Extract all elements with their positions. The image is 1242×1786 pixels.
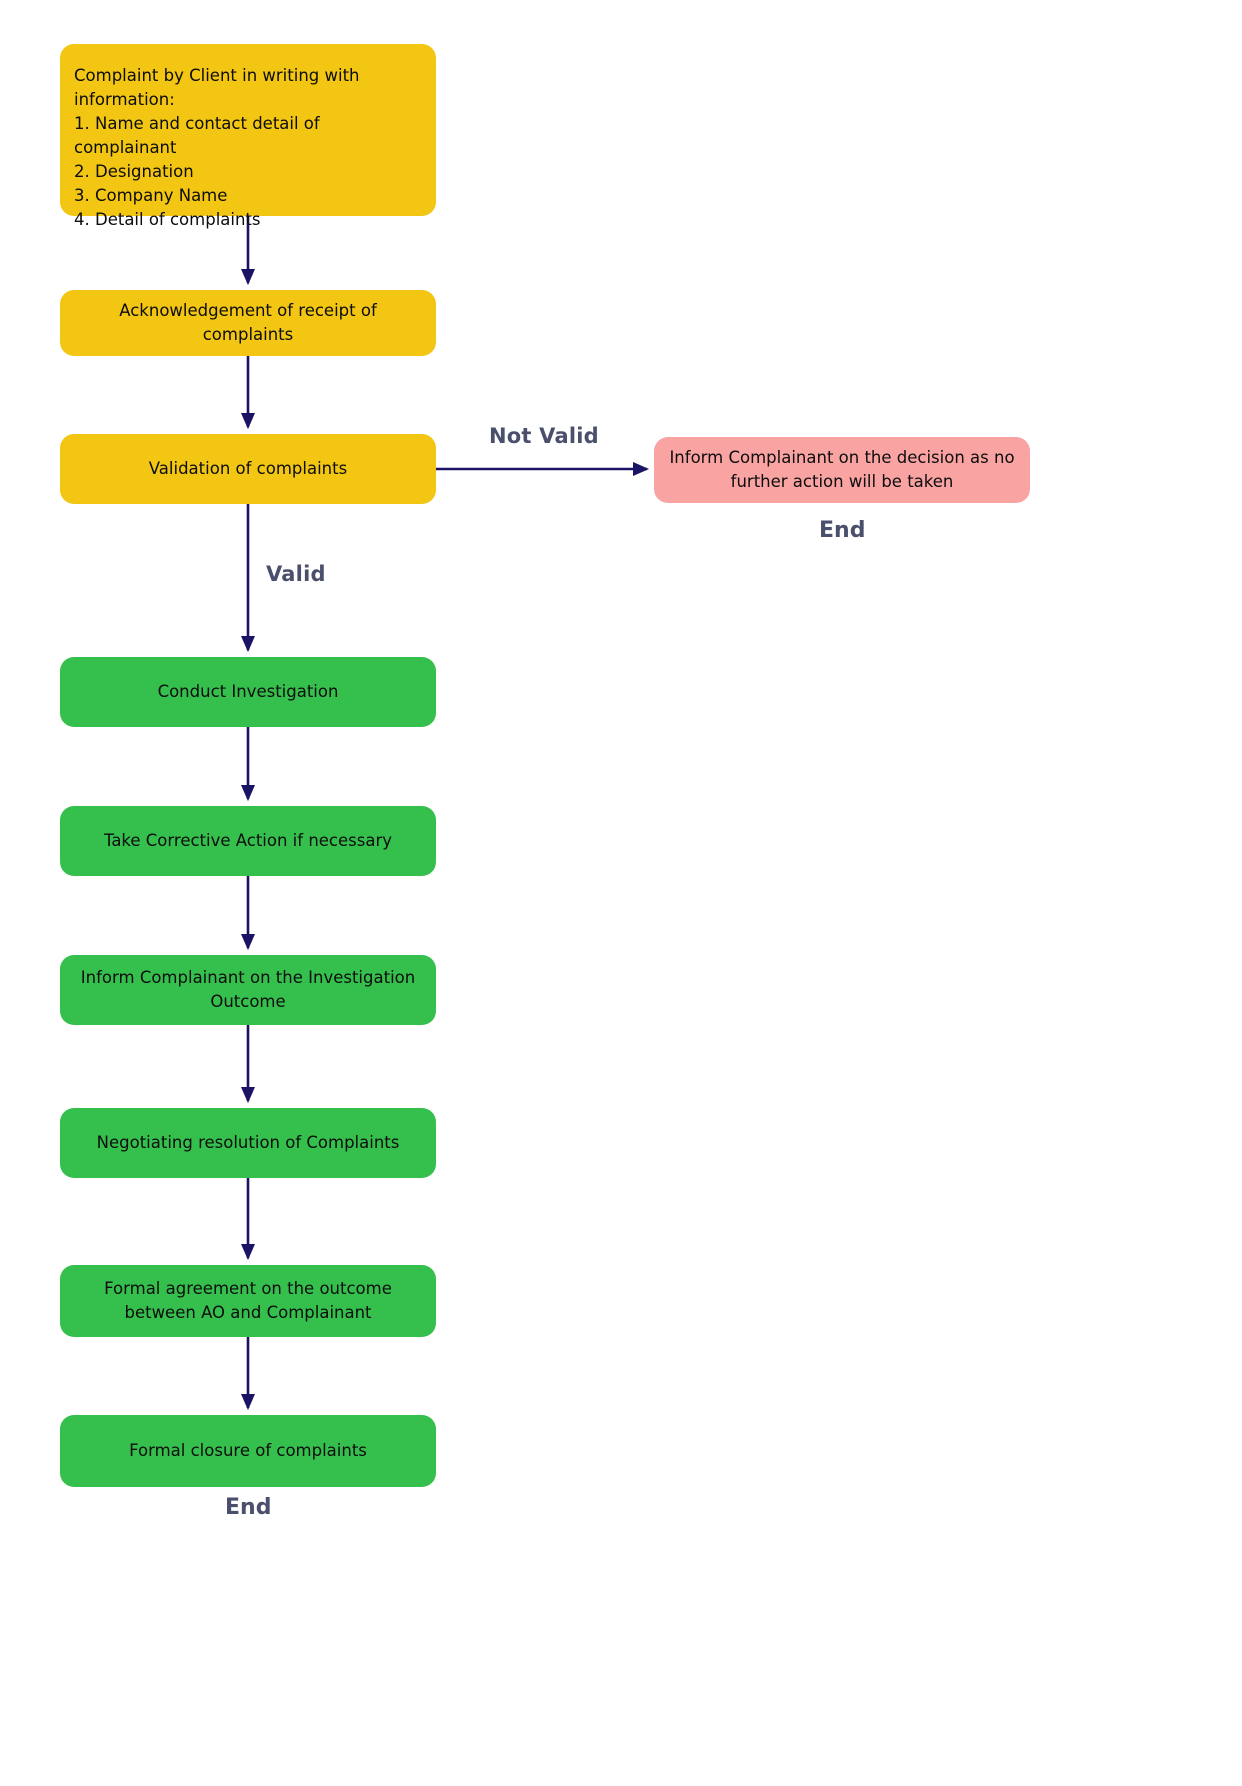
node-acknowledgement: Acknowledgement of receipt of complaints: [60, 290, 436, 356]
node-inform-outcome: Inform Complainant on the Investigation …: [60, 955, 436, 1025]
node-negotiating-resolution: Negotiating resolution of Complaints: [60, 1108, 436, 1178]
node-conduct-investigation: Conduct Investigation: [60, 657, 436, 727]
edge-label-not-valid: Not Valid: [489, 424, 599, 448]
node-formal-closure: Formal closure of complaints: [60, 1415, 436, 1487]
node-formal-agreement: Formal agreement on the outcome between …: [60, 1265, 436, 1337]
node-validation: Validation of complaints: [60, 434, 436, 504]
node-corrective-action: Take Corrective Action if necessary: [60, 806, 436, 876]
terminal-label-end-not-valid: End: [819, 518, 866, 543]
node-complaint-intake: Complaint by Client in writing with info…: [60, 44, 436, 229]
terminal-label-end-closure: End: [225, 1495, 272, 1520]
node-inform-no-action: Inform Complainant on the decision as no…: [654, 437, 1030, 503]
edge-label-valid: Valid: [266, 562, 326, 586]
